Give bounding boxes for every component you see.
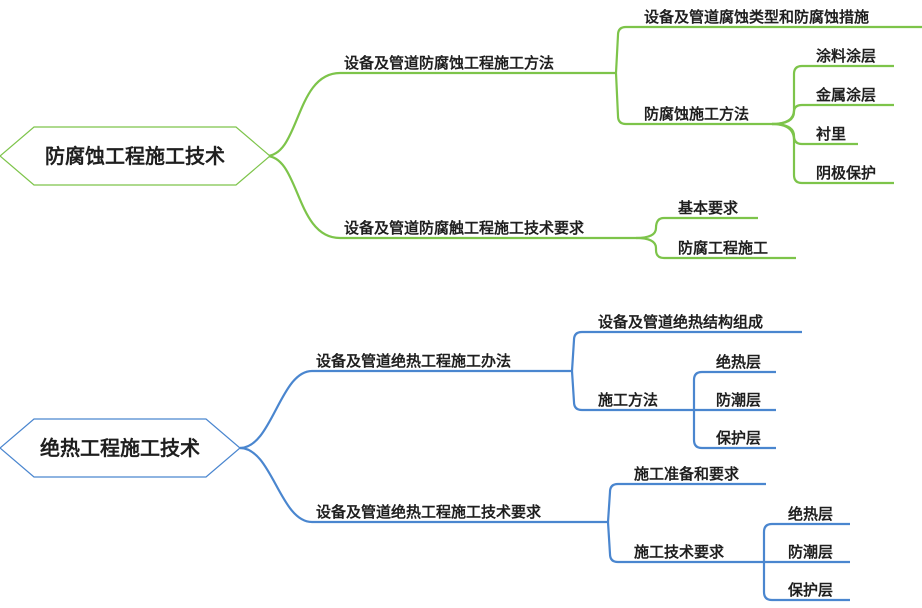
leaf-insulation-layer-label: 绝热层 bbox=[716, 353, 761, 371]
leaf-protective-layer-label-2: 保护层 bbox=[787, 581, 833, 599]
root-to-branch-1-connector bbox=[239, 369, 313, 450]
branch-1-to-child-2-connector bbox=[614, 72, 640, 126]
connector-lines bbox=[239, 330, 850, 602]
leaf-moisture-barrier-label-2: 防潮层 bbox=[788, 543, 833, 561]
branch-1-to-child-1-connector bbox=[614, 25, 640, 74]
leaf-coating-label: 涂料涂层 bbox=[816, 47, 876, 65]
root-node-shape bbox=[0, 126, 271, 186]
child-construction-method-label: 施工方法 bbox=[598, 391, 658, 409]
child-technical-requirements-label: 施工技术要求 bbox=[634, 543, 725, 561]
child-2-to-leaf-2-connector bbox=[771, 103, 812, 126]
root-to-branch-1-connector bbox=[265, 71, 341, 158]
root-node-label: 绝热工程施工技术 bbox=[40, 436, 200, 460]
child-preparation-label: 施工准备和要求 bbox=[634, 465, 740, 483]
root-to-branch-2-connector bbox=[265, 154, 341, 240]
branch-2-label: 设备及管道绝热工程施工技术要求 bbox=[316, 503, 542, 521]
child-2-to-leaf-4-connector bbox=[771, 122, 812, 185]
child-basic-requirements-label: 基本要求 bbox=[677, 199, 739, 217]
branch-1-to-child-2-connector bbox=[570, 370, 594, 412]
child-2-to-leaf-1-connector bbox=[692, 370, 712, 411]
root-to-branch-2-connector bbox=[239, 446, 313, 524]
root-node-label: 防腐蚀工程施工技术 bbox=[45, 144, 225, 168]
branch-1-label: 设备及管道绝热工程施工办法 bbox=[316, 352, 511, 370]
child-2-to-leaf-3-connector bbox=[692, 409, 712, 450]
leaf-moisture-barrier-label: 防潮层 bbox=[716, 391, 761, 409]
branch-1-label: 设备及管道防腐蚀工程施工方法 bbox=[344, 54, 554, 72]
root-node-shape bbox=[0, 418, 241, 478]
branch-2-label: 设备及管道防腐触工程施工技术要求 bbox=[344, 219, 585, 237]
leaf-protective-layer-label: 保护层 bbox=[715, 429, 761, 447]
connector-lines bbox=[265, 25, 922, 260]
leaf-insulation-layer-label-2: 绝热层 bbox=[788, 505, 833, 523]
leaf-metal-coating-label: 金属涂层 bbox=[815, 86, 876, 104]
child-corrosion-types-label: 设备及管道腐蚀类型和防腐蚀措施 bbox=[644, 8, 869, 26]
leaf-lining-label: 衬里 bbox=[816, 125, 846, 143]
child-2-to-leaf-1-connector bbox=[771, 64, 812, 126]
child-anticorrosion-methods-label: 防腐蚀施工方法 bbox=[644, 105, 749, 123]
child-anticorrosion-construction-label: 防腐工程施工 bbox=[678, 239, 768, 257]
mind-map-anticorrosion: 防腐蚀工程施工技术 设备及管道防腐蚀工程施工方法 设备及管道防腐触工程施工技术要… bbox=[0, 8, 922, 260]
child-4-to-leaf-1-connector bbox=[762, 522, 784, 562]
branch-2-to-child-1-connector bbox=[635, 216, 674, 240]
child-structure-label: 设备及管道绝热结构组成 bbox=[598, 313, 763, 331]
mind-map-insulation: 绝热工程施工技术 设备及管道绝热工程施工办法 设备及管道绝热工程施工技术要求 设… bbox=[0, 313, 850, 602]
leaf-cathodic-protection-label: 阴极保护 bbox=[816, 164, 876, 182]
branch-2-to-child-2-connector bbox=[635, 236, 674, 260]
child-4-to-leaf-3-connector bbox=[762, 562, 784, 602]
branch-2-to-child-1-connector bbox=[606, 482, 630, 523]
branch-1-to-child-1-connector bbox=[570, 330, 594, 372]
branch-2-to-child-2-connector bbox=[606, 521, 630, 564]
